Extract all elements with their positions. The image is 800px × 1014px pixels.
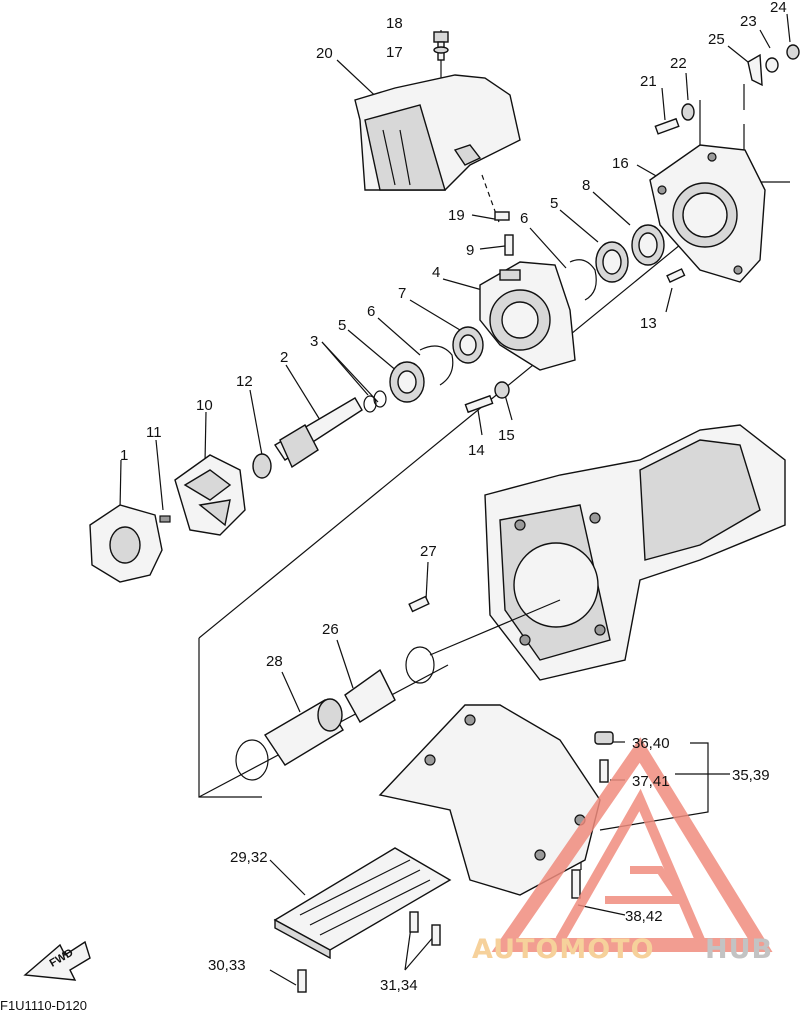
part-7-6-5-bearings-mid (363, 326, 484, 413)
part-26-28-hoses (235, 646, 435, 781)
label-27: 27 (420, 543, 437, 560)
label-13: 13 (640, 315, 657, 332)
watermark-brand-part1: AUTOMOTO (472, 934, 655, 965)
label-21: 21 (640, 73, 657, 90)
part-11-pin (159, 515, 171, 523)
label-17: 17 (386, 44, 403, 61)
part-29-32-plate (273, 847, 452, 993)
label-2: 2 (280, 349, 288, 366)
label-11: 11 (146, 424, 162, 441)
part-labels: 1 2 3 4 5 5 6 6 7 8 9 10 11 12 13 14 15 … (120, 0, 787, 994)
fwd-arrow: FWD (23, 940, 91, 981)
part-2-shaft (252, 397, 363, 479)
label-5-upper: 5 (550, 195, 558, 212)
label-29-32: 29,32 (230, 849, 268, 866)
label-4: 4 (432, 264, 440, 281)
part-27-screw (408, 595, 430, 613)
pump-assembly (429, 424, 786, 681)
part-21-22-bolt (654, 103, 695, 135)
label-5-lower: 5 (338, 317, 346, 334)
label-26: 26 (322, 621, 339, 638)
part-14-15-bolt (464, 381, 510, 414)
part-23-24-25 (747, 44, 800, 87)
label-10: 10 (196, 397, 213, 414)
label-20: 20 (316, 45, 333, 62)
label-1: 1 (120, 447, 128, 464)
label-14: 14 (468, 442, 485, 459)
label-3: 3 (310, 333, 318, 350)
watermark-brand-part2: HUB (705, 934, 773, 965)
part-20-cover (354, 74, 521, 191)
label-31-34: 31,34 (380, 977, 418, 994)
label-22: 22 (670, 55, 687, 72)
label-24: 24 (770, 0, 787, 16)
label-36-40: 36,40 (632, 735, 670, 752)
label-38-42: 38,42 (625, 908, 663, 925)
label-35-39: 35,39 (732, 767, 770, 784)
label-30-33: 30,33 (208, 957, 246, 974)
part-1-spacer (89, 504, 163, 583)
label-28: 28 (266, 653, 283, 670)
label-7: 7 (398, 285, 406, 302)
label-25: 25 (708, 31, 725, 48)
label-6-lower: 6 (367, 303, 375, 320)
label-8: 8 (582, 177, 590, 194)
part-10-impeller (174, 454, 246, 536)
label-16: 16 (612, 155, 629, 172)
label-6-upper: 6 (520, 210, 528, 227)
label-9: 9 (466, 242, 474, 259)
label-19: 19 (448, 207, 465, 224)
part-17-18-bolt (433, 31, 449, 61)
part-4-impeller-housing (479, 211, 576, 371)
label-37-41: 37,41 (632, 773, 670, 790)
label-18: 18 (386, 15, 403, 32)
watermark-logo: AUTOMOTO HUB (472, 737, 773, 965)
drawing-code: F1U1110-D120 (0, 998, 87, 1013)
part-16-housing (649, 144, 766, 283)
part-8-5-bearings-upper (569, 224, 686, 301)
label-12: 12 (236, 373, 253, 390)
label-15: 15 (498, 427, 515, 444)
label-23: 23 (740, 13, 757, 30)
